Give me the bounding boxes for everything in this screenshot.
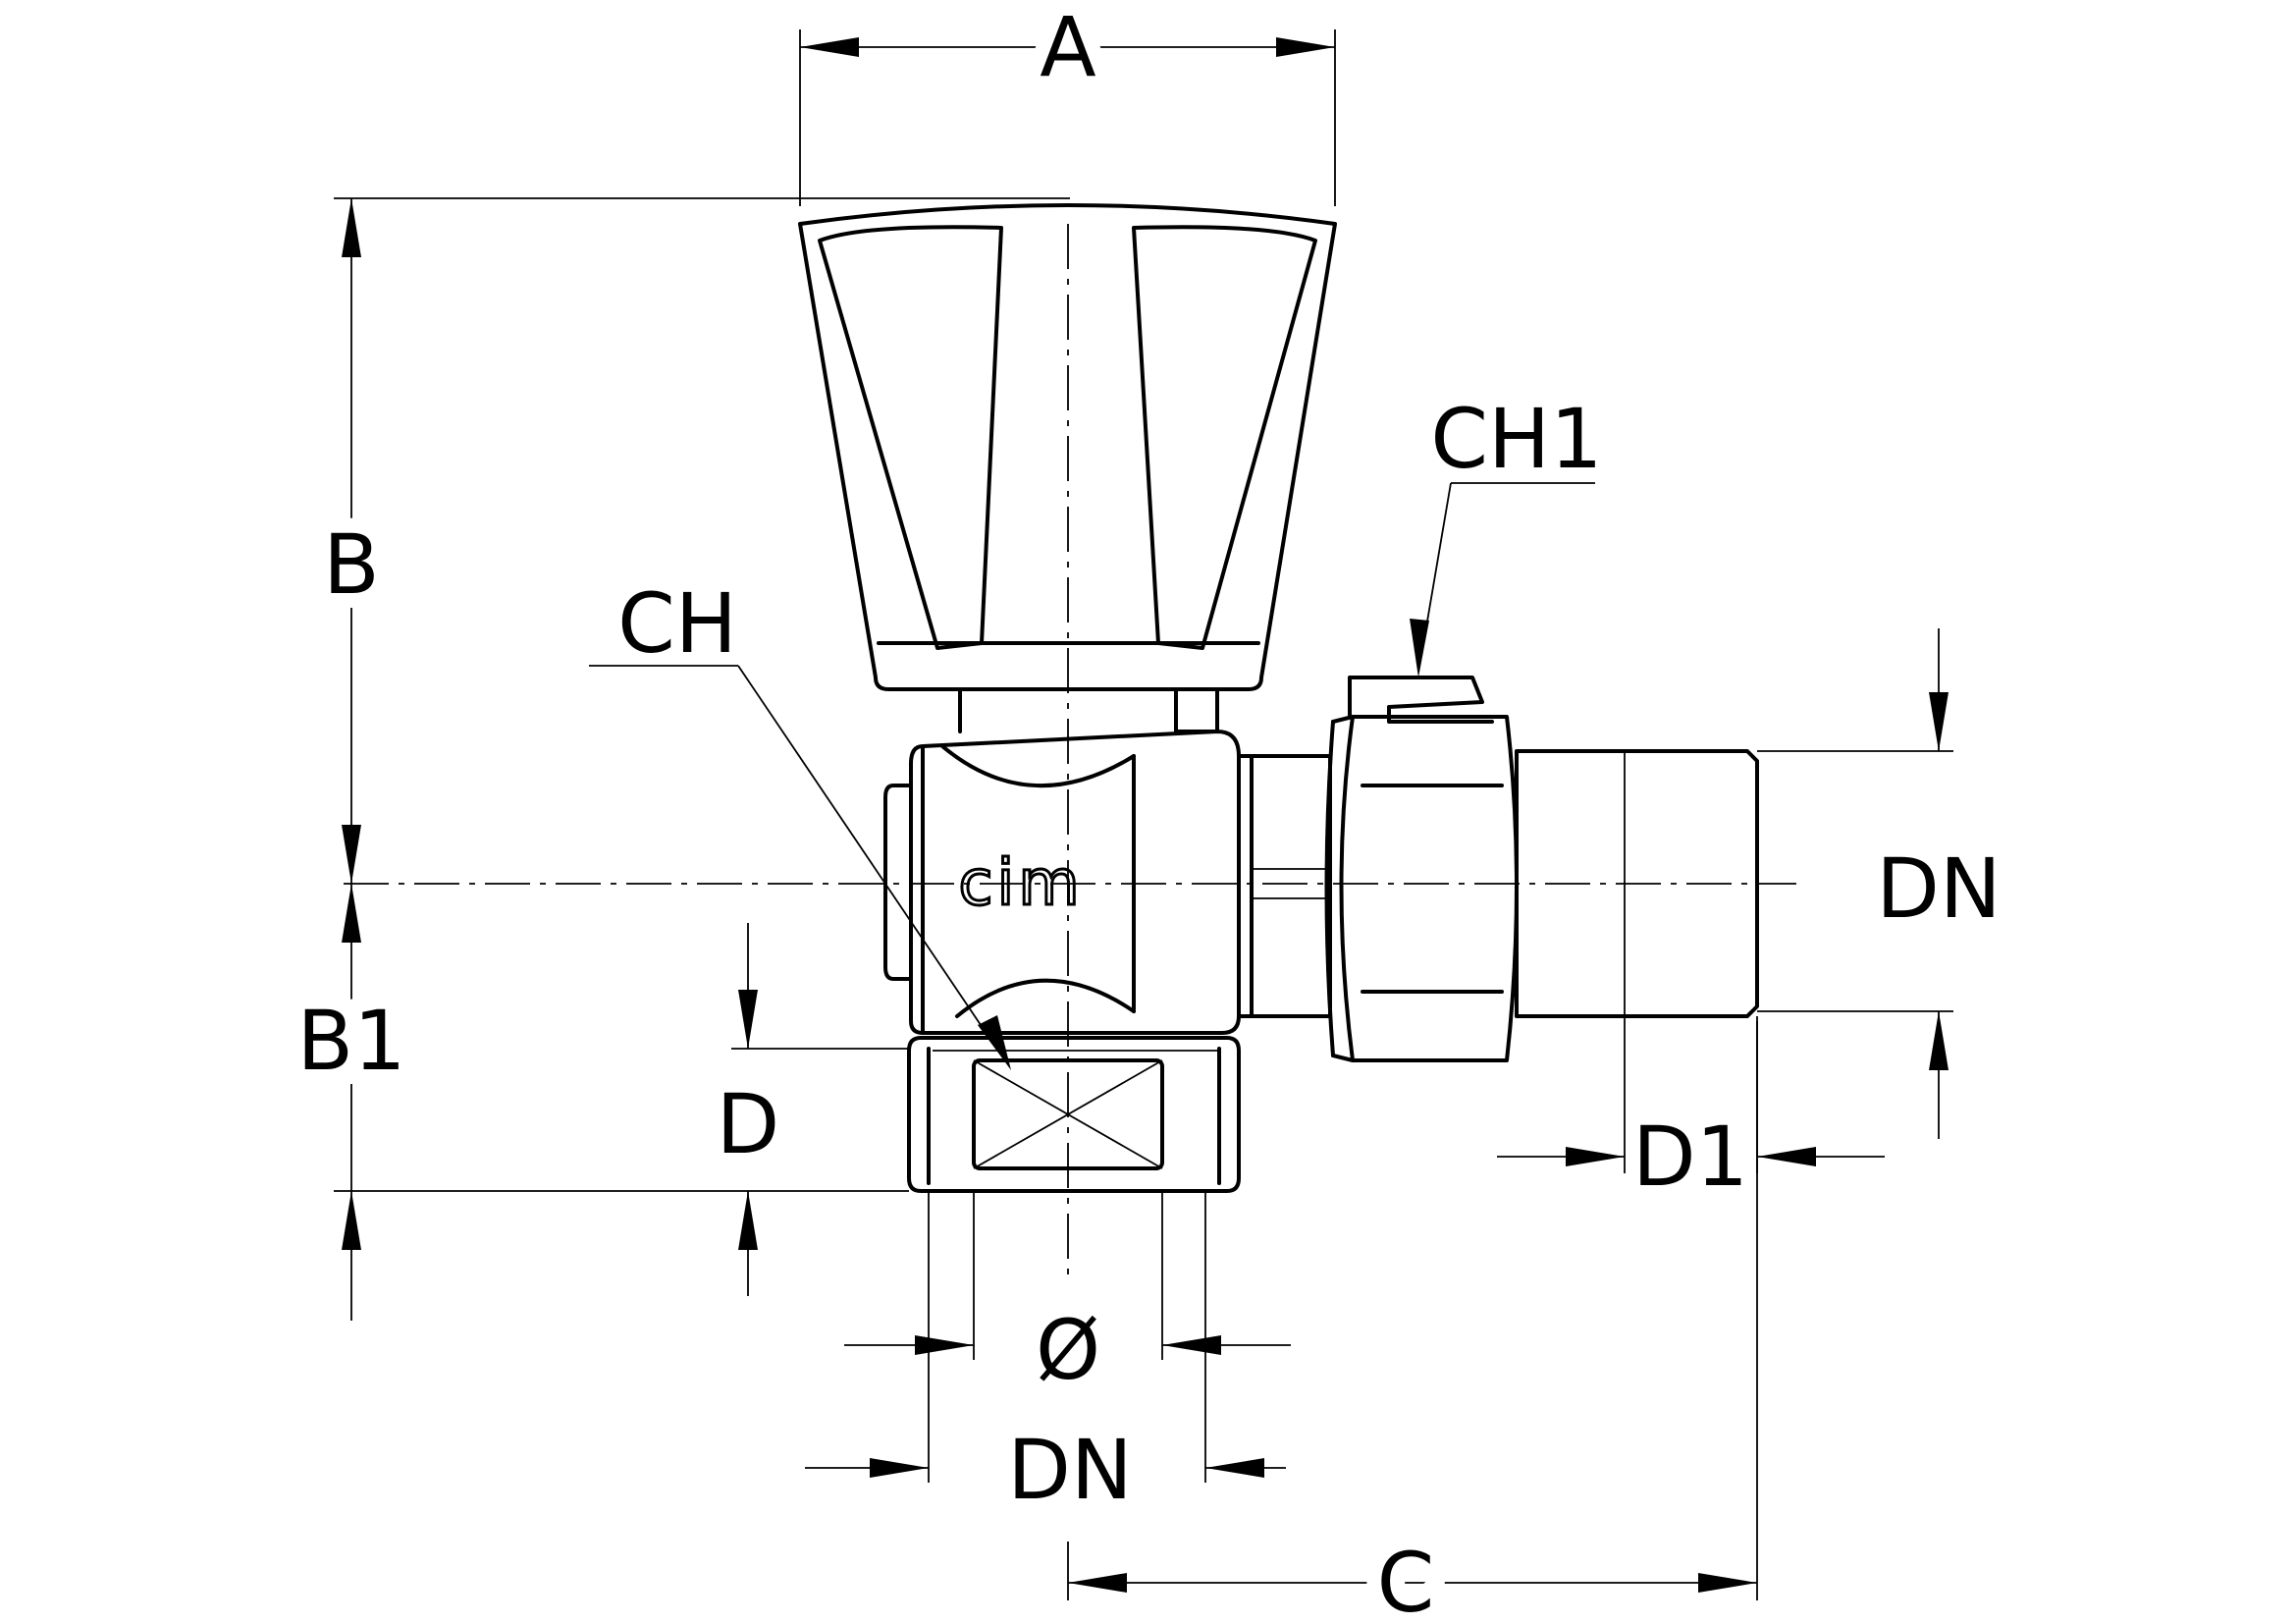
bottom-inlet <box>907 1036 1241 1193</box>
label-b: B <box>323 516 380 613</box>
leader-ch <box>589 665 1011 1070</box>
valve-body <box>883 730 1254 1035</box>
handle-knob <box>798 203 1337 733</box>
label-ch1: CH1 <box>1430 391 1602 487</box>
label-d1: D1 <box>1632 1109 1748 1205</box>
label-b1: B1 <box>296 993 405 1089</box>
right-outlet <box>1250 676 1759 1062</box>
leader-ch1 <box>1410 482 1595 677</box>
label-ch: CH <box>617 575 737 672</box>
dimension-dn-bottom <box>805 1191 1286 1483</box>
label-dn-bottom: DN <box>1007 1422 1133 1518</box>
brand-logo: cim <box>958 847 1083 920</box>
dimension-a <box>799 29 1336 206</box>
dimension-dn-side <box>1757 628 1953 1139</box>
label-a: A <box>1040 0 1095 95</box>
label-dn-side: DN <box>1876 840 2002 937</box>
label-c: C <box>1377 1535 1435 1624</box>
label-diameter: Ø <box>1036 1302 1100 1398</box>
dimension-diameter <box>844 1191 1291 1360</box>
dimension-b <box>334 197 1070 1321</box>
center-lines <box>344 224 1796 1276</box>
dimension-d1 <box>1497 1016 1885 1173</box>
label-d: D <box>717 1076 780 1172</box>
dimension-d <box>731 923 911 1296</box>
